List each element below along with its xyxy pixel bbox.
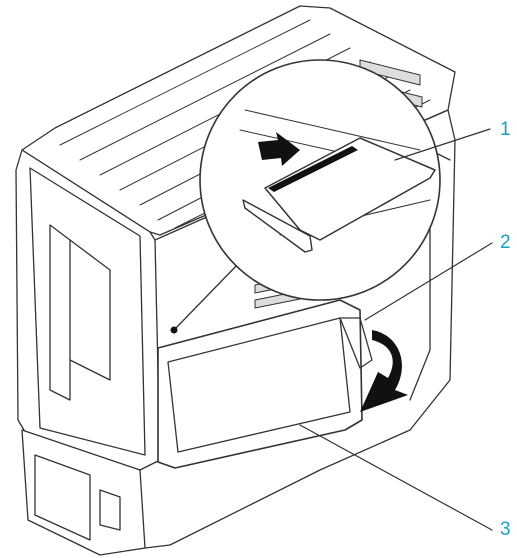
- chassis-foot-vent: [34, 454, 121, 541]
- callout-1-leader: [394, 128, 491, 161]
- callout-label-1: 1: [500, 119, 511, 140]
- magnifier-anchor-dot: [170, 326, 178, 334]
- insertion-arrow-icon: [258, 132, 300, 166]
- chassis-front-slot: [49, 224, 71, 401]
- chassis-side-panel: [144, 109, 456, 549]
- magnifier-leader-line: [173, 261, 241, 331]
- card-retention-door: [157, 299, 363, 469]
- card-bracket: [242, 199, 313, 253]
- callout-2-leader: [364, 242, 493, 321]
- rotation-arrow-icon: [360, 330, 408, 412]
- magnified-card-view: [199, 59, 441, 301]
- chassis-front-inner: [29, 167, 146, 456]
- card-retention-door-inner: [167, 317, 351, 453]
- card-edge-connector: [268, 146, 358, 192]
- callout-label-2: 2: [500, 232, 511, 253]
- chassis-front-handle: [69, 239, 111, 381]
- chassis-side-edge: [409, 149, 451, 401]
- door-latch: [339, 317, 373, 369]
- callout-3-leader: [299, 424, 493, 531]
- callout-label-3: 3: [500, 519, 511, 540]
